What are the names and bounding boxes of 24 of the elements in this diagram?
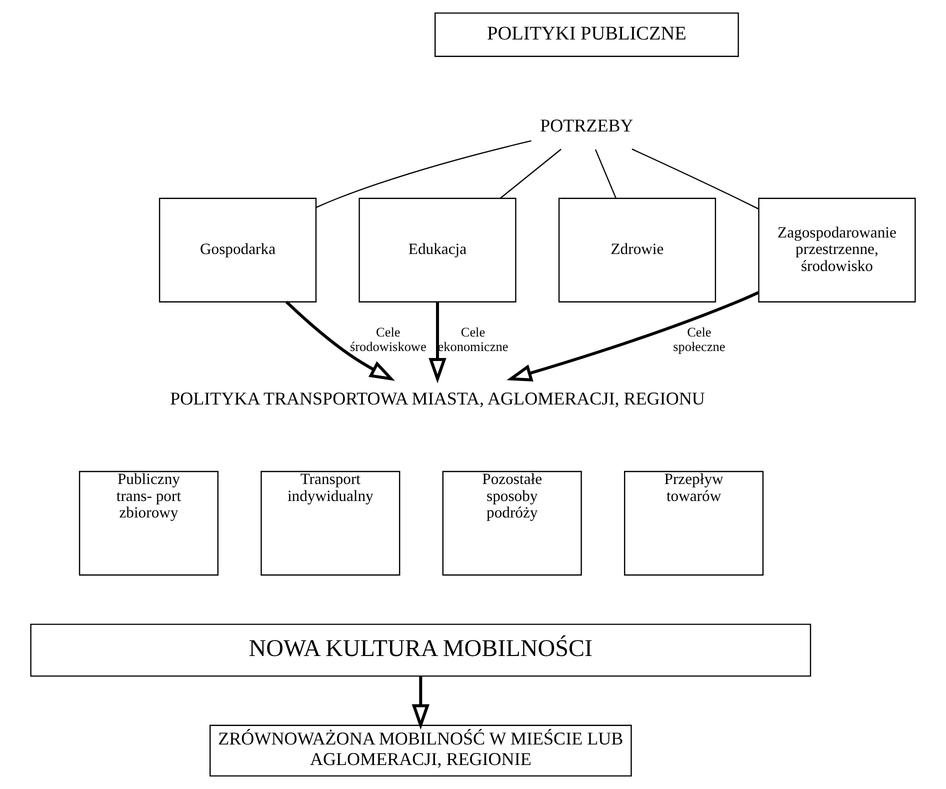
arrow <box>412 676 430 730</box>
edge-label: Cele środowiskowe <box>350 324 426 354</box>
arrow <box>285 300 396 381</box>
node-box: NOWA KULTURA MOBILNOŚCI <box>30 624 812 677</box>
node-box: POLITYKI PUBLICZNE <box>434 12 739 57</box>
edge-label: Cele ekonomiczne <box>438 324 508 354</box>
node-box: Edukacja <box>358 198 516 302</box>
connector <box>594 149 616 198</box>
node-box: Zdrowie <box>558 198 716 302</box>
arrow <box>428 302 446 384</box>
node-box: Publiczny trans- port zbiorowy <box>78 470 219 576</box>
node-box: Pozostałe sposoby podróży <box>442 470 582 576</box>
node-box: Transport indywidualny <box>260 470 400 576</box>
node-text: POTRZEBY <box>540 116 634 136</box>
node-box: Zagospodarowanie przestrzenne, środowisko <box>758 198 916 302</box>
connector <box>632 148 759 210</box>
node-box: Przepływ towarów <box>624 470 764 576</box>
node-box: Gospodarka <box>158 198 317 302</box>
edge-label: Cele społeczne <box>673 324 726 354</box>
connector <box>500 148 562 199</box>
arrow <box>506 291 760 382</box>
node-box: ZRÓWNOWAŻONA MOBILNOŚĆ W MIEŚCIE LUB AGLOMERACJI, REGIONIE <box>210 724 632 777</box>
node-text: POLITYKA TRANSPORTOWA MIASTA, AGLOMERACJI, REGIONU <box>170 388 705 409</box>
connector <box>316 140 532 208</box>
